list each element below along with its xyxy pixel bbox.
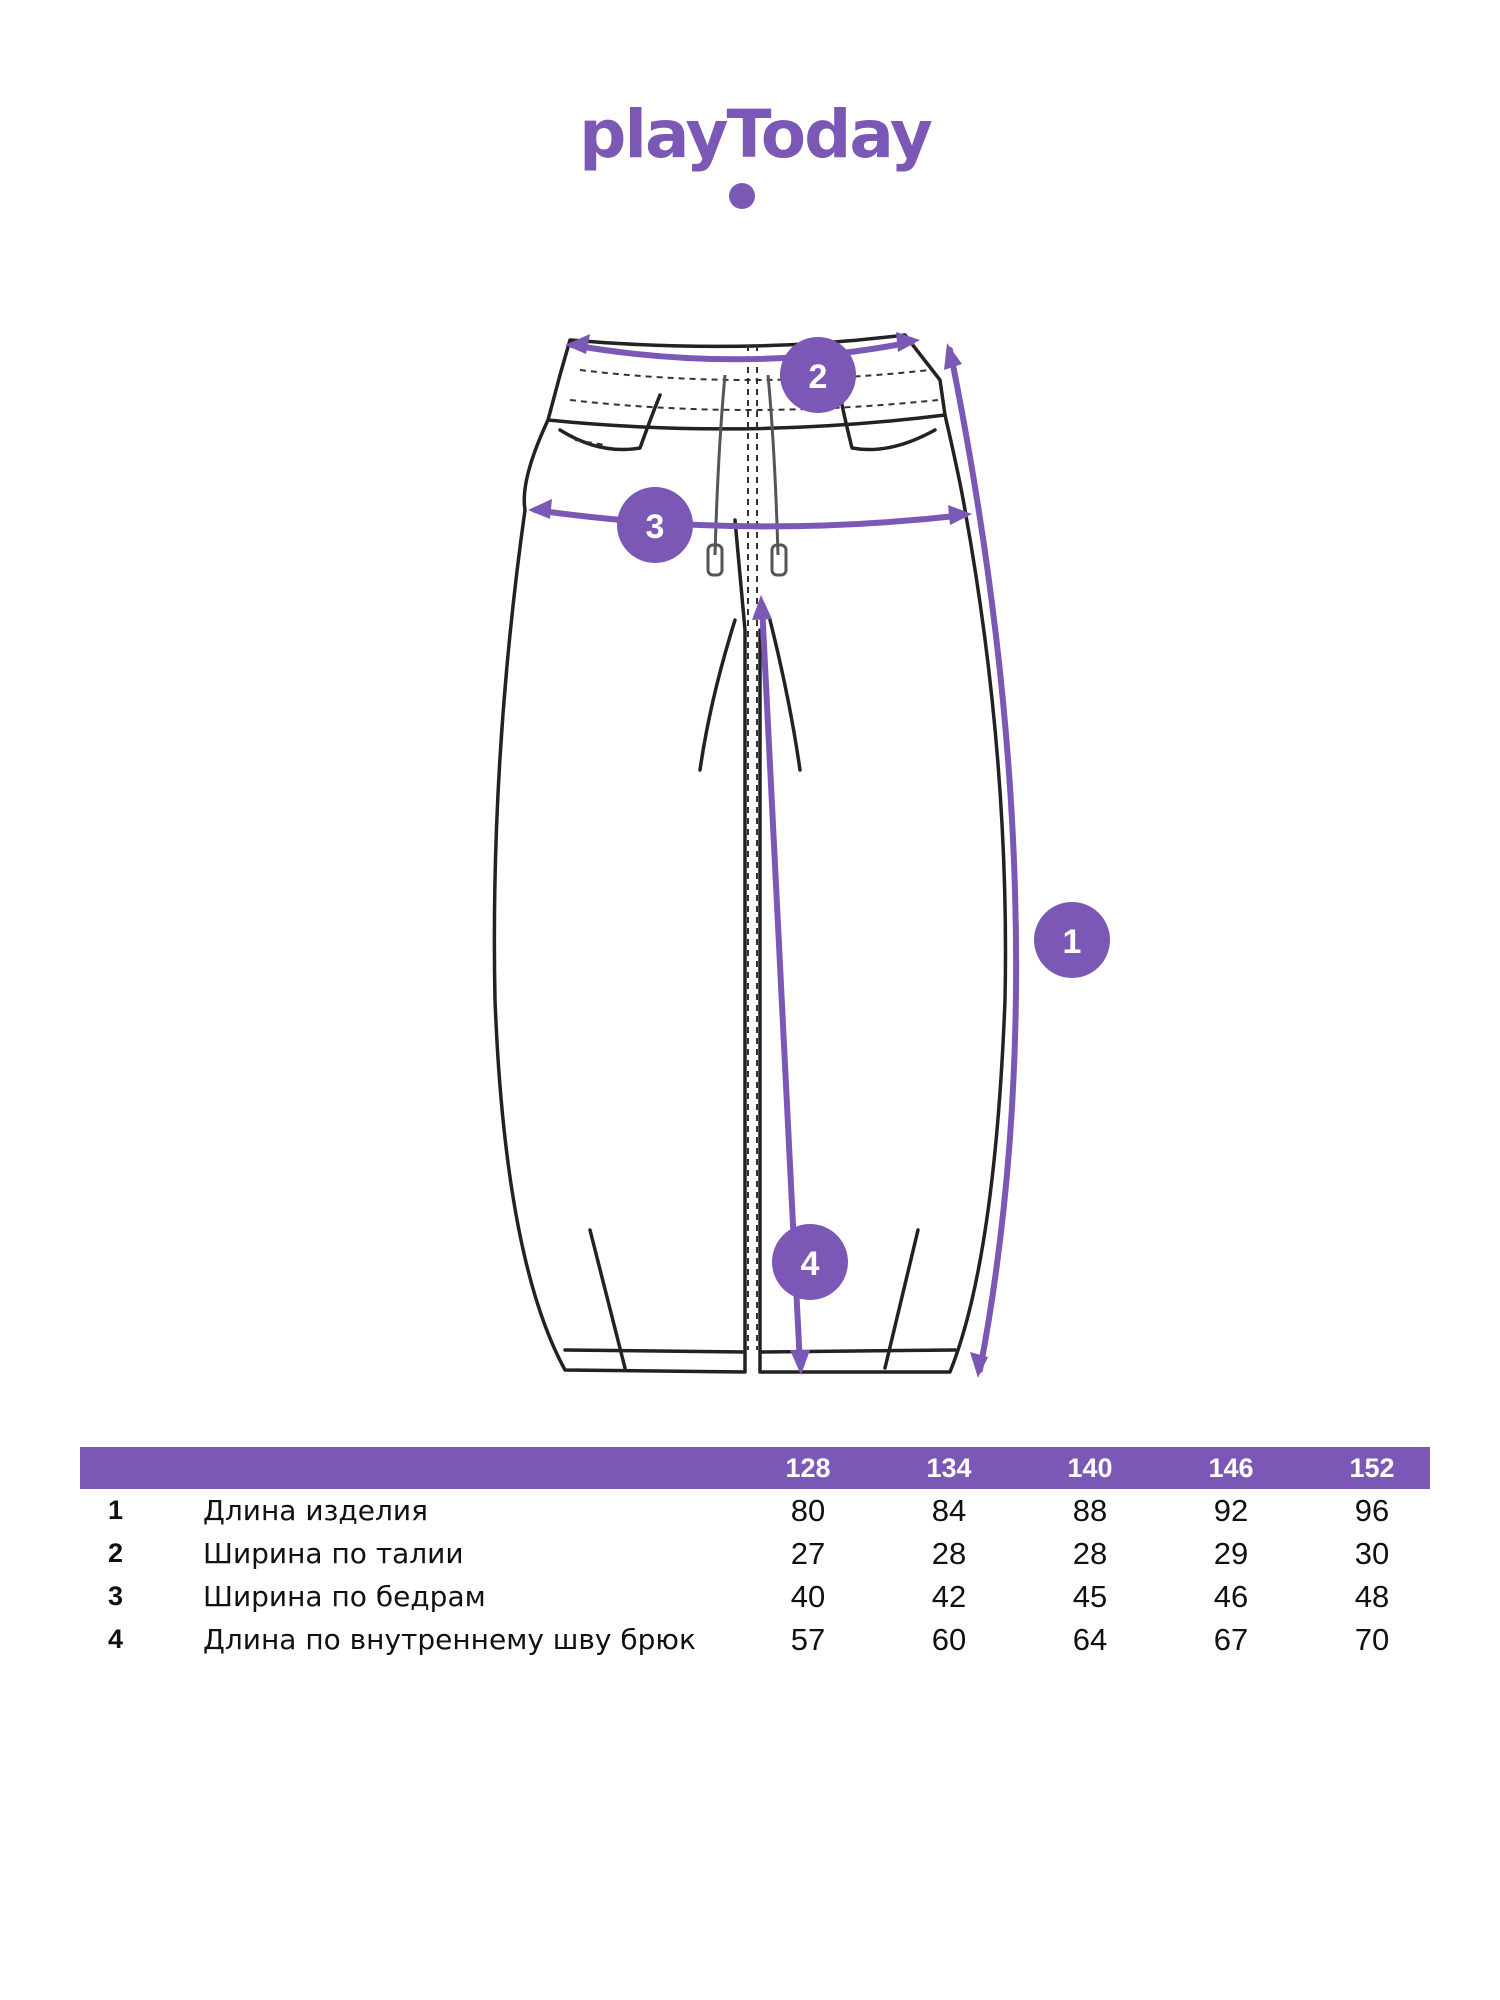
brand-logo-text: playToday <box>579 96 933 173</box>
marker-4: 4 <box>772 1224 848 1300</box>
size-header: 146 <box>1208 1453 1254 1483</box>
marker-1: 1 <box>1034 902 1110 978</box>
row-value: 92 <box>1213 1493 1249 1528</box>
row-label: Ширина по талии <box>203 1537 464 1570</box>
row-value: 96 <box>1354 1493 1390 1528</box>
brand-logo-dot <box>729 183 755 209</box>
table-row: 1 Длина изделия 80 84 88 92 96 <box>80 1489 1430 1532</box>
row-value: 46 <box>1213 1579 1249 1614</box>
marker-3: 3 <box>617 487 693 563</box>
size-header: 134 <box>926 1453 972 1483</box>
size-header: 152 <box>1349 1453 1395 1483</box>
table-row: 2 Ширина по талии 27 28 28 29 30 <box>80 1532 1430 1575</box>
drawstring-right <box>766 374 780 556</box>
left-leg-outline <box>492 418 747 1374</box>
row-value: 67 <box>1213 1622 1249 1657</box>
measure-line-hips <box>532 507 968 530</box>
size-table-header: 128 134 140 146 152 <box>80 1447 1430 1489</box>
row-value: 40 <box>790 1579 826 1614</box>
row-value: 29 <box>1213 1536 1249 1571</box>
marker-3-label: 3 <box>646 508 665 546</box>
row-number: 2 <box>108 1538 124 1568</box>
row-number: 1 <box>108 1495 124 1525</box>
size-header: 128 <box>785 1453 831 1483</box>
marker-2-label: 2 <box>809 358 828 396</box>
brand-logo: playToday <box>555 95 955 215</box>
marker-1-label: 1 <box>1063 923 1082 961</box>
row-value: 28 <box>1072 1536 1108 1571</box>
row-label: Длина изделия <box>203 1494 428 1527</box>
row-value: 84 <box>931 1493 967 1528</box>
row-label: Длина по внутреннему шву брюк <box>203 1623 696 1656</box>
drawstring-left <box>713 374 727 556</box>
row-value: 70 <box>1354 1622 1390 1657</box>
row-number: 4 <box>108 1624 124 1654</box>
row-value: 88 <box>1072 1493 1108 1528</box>
row-value: 64 <box>1072 1622 1108 1657</box>
marker-4-label: 4 <box>801 1245 820 1283</box>
row-value: 48 <box>1354 1579 1390 1614</box>
row-value: 28 <box>931 1536 967 1571</box>
marker-2: 2 <box>780 337 856 413</box>
table-row: 4 Длина по внутреннему шву брюк 57 60 64… <box>80 1618 1430 1661</box>
row-label: Ширина по бедрам <box>203 1580 486 1613</box>
right-leg-outline <box>758 413 1008 1374</box>
row-value: 45 <box>1072 1579 1108 1614</box>
table-row: 3 Ширина по бедрам 40 42 45 46 48 <box>80 1575 1430 1618</box>
row-value: 60 <box>931 1622 967 1657</box>
row-value: 57 <box>790 1622 826 1657</box>
size-header: 140 <box>1067 1453 1113 1483</box>
size-table: 128 134 140 146 152 1 Длина изделия 80 8… <box>80 1447 1430 1661</box>
row-value: 42 <box>931 1579 967 1614</box>
measure-line-length <box>947 347 1020 1373</box>
row-value: 80 <box>790 1493 826 1528</box>
row-value: 27 <box>790 1536 826 1571</box>
pants-diagram: 2 3 1 4 <box>492 332 1110 1378</box>
row-value: 30 <box>1354 1536 1390 1571</box>
row-number: 3 <box>108 1581 124 1611</box>
measure-line-waist <box>569 339 915 363</box>
